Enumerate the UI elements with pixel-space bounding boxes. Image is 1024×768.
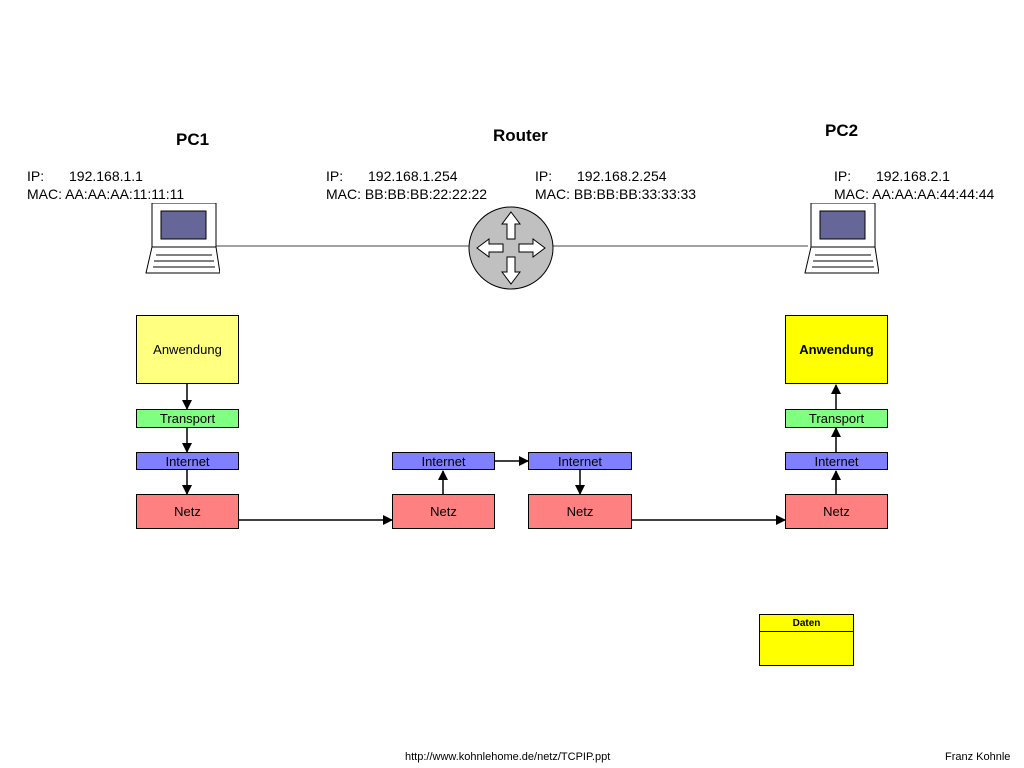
pc2-layer-network: Netz <box>785 494 888 529</box>
pc1-layer-internet: Internet <box>136 452 239 470</box>
pc1-layer-network: Netz <box>136 494 239 529</box>
router-icon <box>468 206 554 290</box>
pc1-layer-application: Anwendung <box>136 315 239 384</box>
router-if1-mac: BB:BB:BB:22:22:22 <box>364 186 488 202</box>
router-if1-ip-label: IP: <box>326 168 344 184</box>
pc1-address: IP: 192.168.1.1 MAC: AA:AA:AA:11:11:11 <box>27 167 184 203</box>
router-if2-mac-label: MAC: <box>535 186 570 202</box>
footer-author: Franz Kohnle <box>945 751 1011 763</box>
pc1-layer-transport: Transport <box>136 409 239 428</box>
data-packet-label: Daten <box>759 614 854 632</box>
pc2-ip-label: IP: <box>834 168 852 184</box>
pc1-ip-label: IP: <box>27 168 45 184</box>
pc1-mac: AA:AA:AA:11:11:11 <box>65 186 185 202</box>
pc2-layer-internet: Internet <box>785 452 888 470</box>
pc1-title: PC1 <box>176 130 210 149</box>
router-left-layer-internet: Internet <box>392 452 495 470</box>
pc2-mac-label: MAC: <box>834 186 869 202</box>
router-left-layer-network: Netz <box>392 494 495 529</box>
router-if2-ip-label: IP: <box>535 168 553 184</box>
pc2-ip: 192.168.2.1 <box>876 168 950 184</box>
data-packet-body <box>759 632 854 666</box>
computer-icon <box>804 203 879 274</box>
router-title: Router <box>493 126 548 145</box>
router-if1-address: IP: 192.168.1.254 MAC: BB:BB:BB:22:22:22 <box>326 167 487 203</box>
pc2-layer-application: Anwendung <box>785 315 888 384</box>
router-if2-mac: BB:BB:BB:33:33:33 <box>573 186 697 202</box>
computer-icon <box>145 203 220 274</box>
router-right-layer-internet: Internet <box>528 452 632 470</box>
pc1-ip: 192.168.1.1 <box>69 168 143 184</box>
pc2-layer-transport: Transport <box>785 409 888 428</box>
router-if1-mac-label: MAC: <box>326 186 361 202</box>
router-right-layer-network: Netz <box>528 494 632 529</box>
router-if2-ip: 192.168.2.254 <box>577 168 667 184</box>
footer-url: http://www.kohnlehome.de/netz/TCPIP.ppt <box>405 751 611 763</box>
router-if1-ip: 192.168.1.254 <box>368 168 458 184</box>
pc1-mac-label: MAC: <box>27 186 62 202</box>
pc2-mac: AA:AA:AA:44:44:44 <box>872 186 995 202</box>
router-if2-address: IP: 192.168.2.254 MAC: BB:BB:BB:33:33:33 <box>535 167 696 203</box>
pc2-title: PC2 <box>825 121 859 140</box>
pc2-address: IP: 192.168.2.1 MAC: AA:AA:AA:44:44:44 <box>834 167 994 203</box>
